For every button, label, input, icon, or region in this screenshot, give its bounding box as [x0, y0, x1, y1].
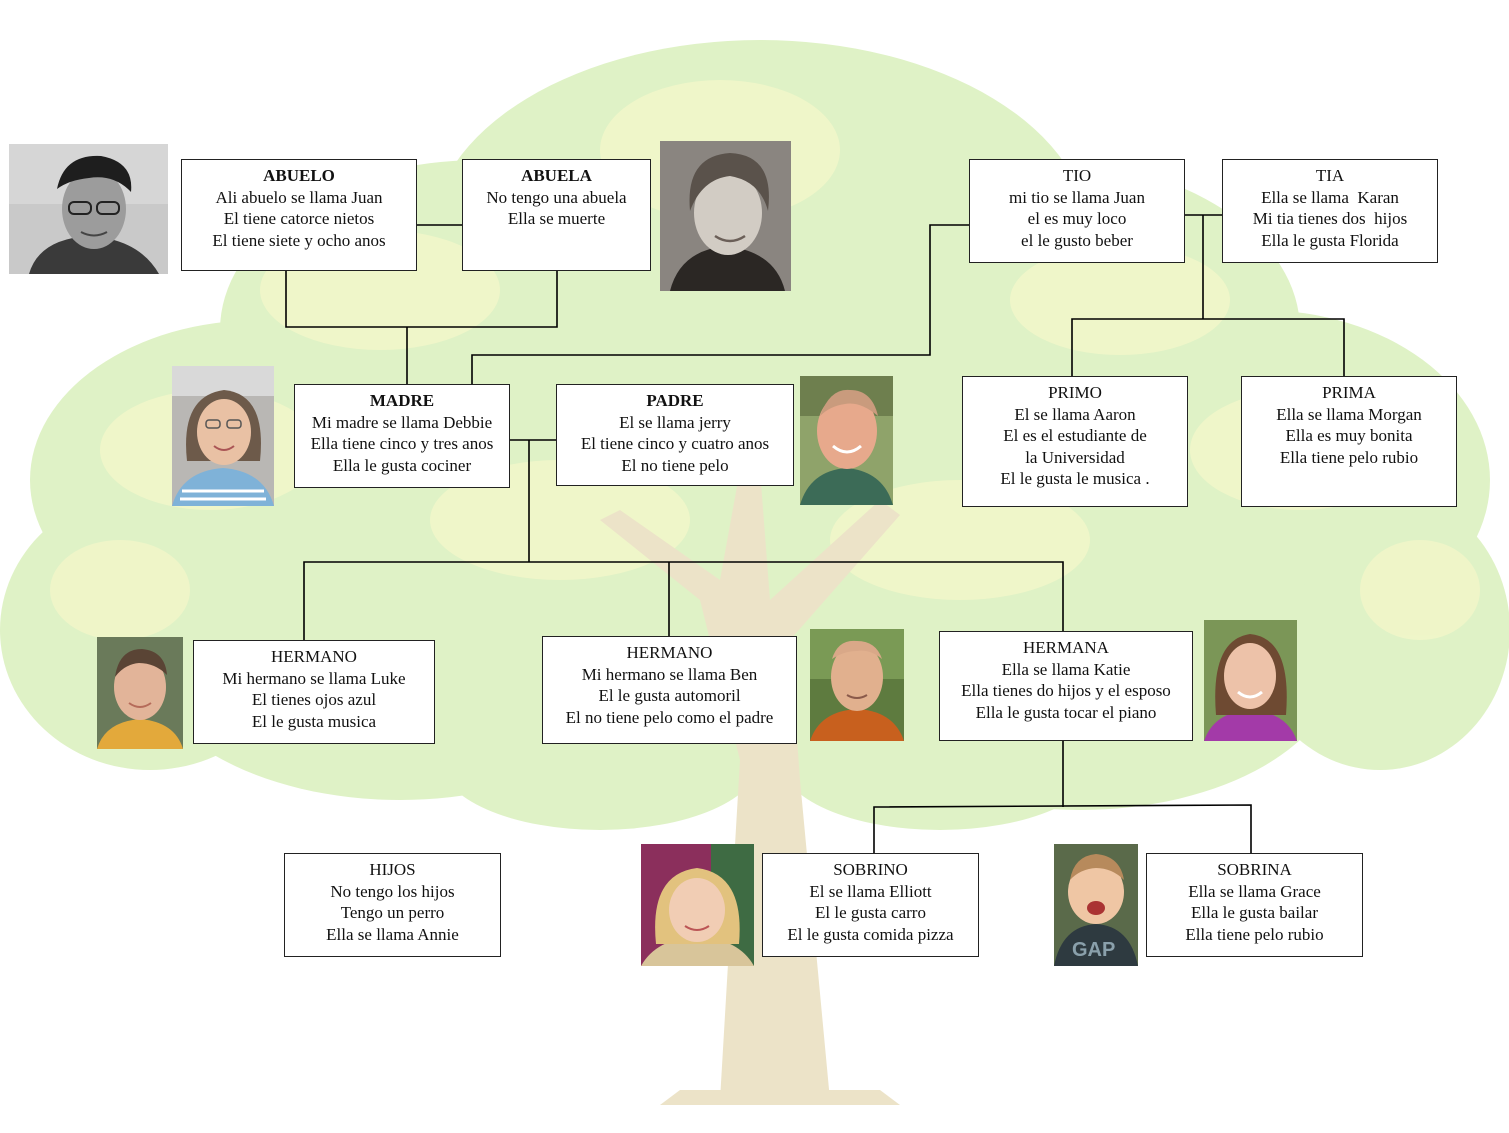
abuelo-line-3: El tiene siete y ocho anos [212, 230, 386, 250]
sobrino-title: SOBRINO [833, 860, 908, 879]
hermano2-box: HERMANO Mi hermano se llama Ben El le gu… [542, 636, 797, 744]
prima-line-2: Ella es muy bonita [1285, 426, 1413, 445]
madre-line-3: Ella le gusta cociner [332, 455, 472, 475]
hermana-line-2: Ella tienes do hijos y el esposo [961, 681, 1171, 700]
hermano1-title: HERMANO [271, 647, 357, 666]
hijos-line-1: No tengo los hijos [330, 881, 455, 901]
abuela-box: ABUELA No tengo una abuela Ella se muert… [462, 159, 651, 271]
padre-line-2: El tiene cinco y cuatro anos [580, 434, 770, 453]
hermana-line-3: Ella le gusta tocar el piano [975, 702, 1157, 722]
padre-title: PADRE [646, 391, 704, 410]
prima-line-3: Ella tiene pelo rubio [1279, 447, 1419, 467]
hermano1-photo [97, 637, 183, 749]
hermano1-line-1: Mi hermano se llama Luke [222, 668, 406, 688]
tio-box: TIO mi tio se llama Juan el es muy loco … [969, 159, 1185, 263]
abuelo-photo [9, 144, 168, 274]
primo-line-2: El es el estudiante de [1003, 426, 1147, 445]
sobrina-photo: GAP [1054, 844, 1138, 966]
hermano2-line-3: El no tiene pelo como el padre [565, 707, 774, 727]
portrait-icon [660, 141, 791, 291]
portrait-icon [810, 629, 904, 741]
madre-line-2: Ella tiene cinco y tres anos [310, 434, 494, 453]
abuela-line-1: No tengo una abuela [486, 187, 627, 207]
padre-photo [800, 376, 893, 505]
tio-title: TIO [1062, 166, 1092, 185]
abuelo-title: ABUELO [263, 166, 335, 185]
madre-box: MADRE Mi madre se llama Debbie Ella tien… [294, 384, 510, 488]
portrait-icon [1204, 620, 1297, 741]
hijos-title: HIJOS [369, 860, 416, 879]
hermano2-title: HERMANO [626, 643, 713, 662]
sobrino-line-2: El le gusta carro [815, 903, 926, 922]
primo-line-1: El se llama Aaron [1014, 404, 1136, 424]
portrait-icon [97, 637, 183, 749]
hermana-photo [1204, 620, 1297, 741]
portrait-icon: GAP [1054, 844, 1138, 966]
hijos-line-2: Tengo un perro [340, 903, 445, 922]
hermano2-line-2: El le gusta automoril [598, 686, 741, 705]
primo-line-3: la Universidad [1025, 447, 1125, 467]
abuela-title: ABUELA [521, 166, 592, 185]
sobrino-photo [641, 844, 754, 966]
hermano2-photo [810, 629, 904, 741]
portrait-icon [800, 376, 893, 505]
svg-text:GAP: GAP [1072, 939, 1115, 961]
hijos-box: HIJOS No tengo los hijos Tengo un perro … [284, 853, 501, 957]
primo-title: PRIMO [1048, 383, 1102, 402]
tia-box: TIA Ella se llama Karan Mi tia tienes do… [1222, 159, 1438, 263]
padre-line-3: El no tiene pelo [621, 455, 729, 475]
tio-line-3: el le gusto beber [1021, 230, 1133, 250]
sobrina-line-1: Ella se llama Grace [1188, 881, 1321, 901]
tia-line-3: Ella le gusta Florida [1261, 230, 1399, 250]
tio-line-2: el es muy loco [1027, 209, 1127, 228]
sobrina-line-2: Ella le gusta bailar [1191, 903, 1318, 922]
prima-box: PRIMA Ella se llama Morgan Ella es muy b… [1241, 376, 1457, 507]
sobrina-title: SOBRINA [1217, 860, 1292, 879]
primo-line-4: El le gusta le musica . [1000, 469, 1150, 488]
hermana-line-1: Ella se llama Katie [1001, 659, 1131, 679]
madre-title: MADRE [369, 391, 435, 410]
tia-line-2: Mi tia tienes dos hijos [1252, 209, 1408, 228]
hermana-title: HERMANA [1023, 638, 1109, 657]
hermano1-line-2: El tienes ojos azul [251, 690, 377, 709]
sobrina-box: SOBRINA Ella se llama Grace Ella le gust… [1146, 853, 1363, 957]
abuelo-line-2: El tiene catorce nietos [223, 209, 375, 228]
portrait-icon [641, 844, 754, 966]
abuela-line-2: Ella se muerte [507, 209, 606, 228]
hijos-line-3: Ella se llama Annie [326, 924, 459, 944]
hermano1-box: HERMANO Mi hermano se llama Luke El tien… [193, 640, 435, 744]
tio-line-1: mi tio se llama Juan [1009, 187, 1145, 207]
portrait-icon [172, 366, 274, 506]
portrait-icon [9, 144, 168, 274]
hermano2-line-1: Mi hermano se llama Ben [581, 664, 758, 684]
tia-line-1: Ella se llama Karan [1261, 187, 1399, 207]
madre-photo [172, 366, 274, 506]
hermano1-line-3: El le gusta musica [251, 711, 377, 731]
abuelo-line-1: Ali abuelo se llama Juan [215, 187, 383, 207]
sobrino-line-1: El se llama Elliott [809, 881, 932, 901]
hermana-box: HERMANA Ella se llama Katie Ella tienes … [939, 631, 1193, 741]
abuela-photo [660, 141, 791, 291]
sobrina-line-3: Ella tiene pelo rubio [1185, 924, 1324, 944]
madre-line-1: Mi madre se llama Debbie [311, 412, 493, 432]
padre-line-1: El se llama jerry [619, 412, 731, 432]
prima-line-1: Ella se llama Morgan [1276, 404, 1422, 424]
sobrino-box: SOBRINO El se llama Elliott El le gusta … [762, 853, 979, 957]
prima-title: PRIMA [1322, 383, 1376, 402]
primo-box: PRIMO El se llama Aaron El es el estudia… [962, 376, 1188, 507]
tia-title: TIA [1315, 166, 1345, 185]
abuelo-box: ABUELO Ali abuelo se llama Juan El tiene… [181, 159, 417, 271]
padre-box: PADRE El se llama jerry El tiene cinco y… [556, 384, 794, 486]
sobrino-line-3: El le gusta comida pizza [787, 924, 954, 944]
